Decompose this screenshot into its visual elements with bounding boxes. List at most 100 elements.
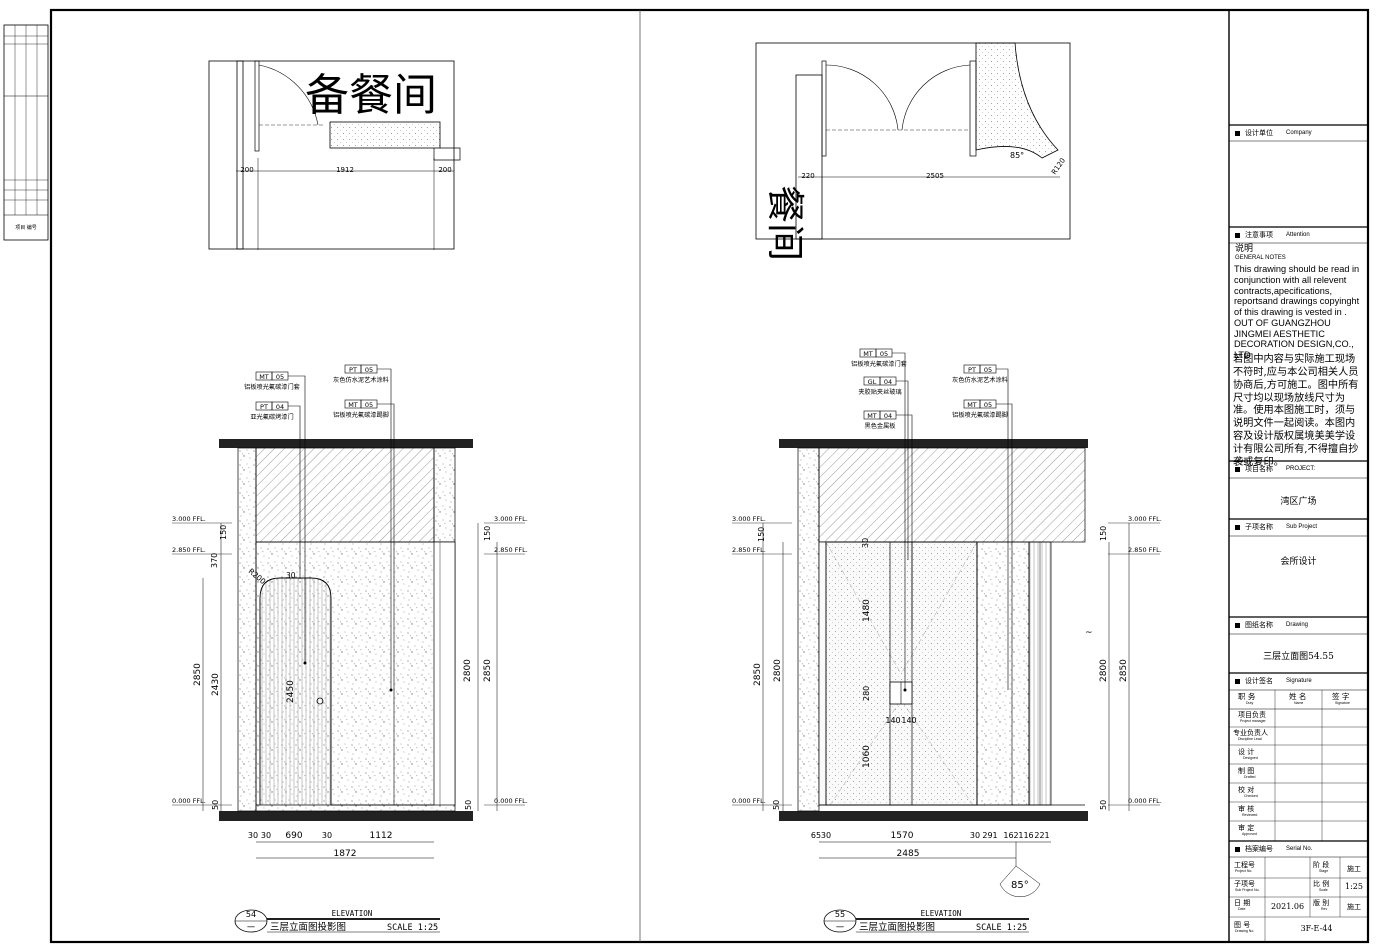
e55-level-floor: 0.000 FFL. bbox=[732, 797, 766, 805]
left-strip-label: 项目 编号 bbox=[15, 224, 37, 231]
role-3-en: Designed bbox=[1243, 756, 1258, 760]
e54-vdim-2850-r: 2850 bbox=[483, 659, 493, 682]
e54-tag-1: MT 05 铝板喷光氟碳漆门套 bbox=[244, 371, 300, 391]
info-row-1-label-en: Project No. bbox=[1235, 869, 1253, 873]
e55-total: 2485 bbox=[897, 849, 920, 859]
svg-text:MT: MT bbox=[867, 412, 877, 420]
left-revision-strip: 项目 编号 bbox=[3, 24, 49, 241]
e55-vdim-2850-r: 2850 bbox=[1119, 659, 1129, 682]
title-block-grid bbox=[1229, 124, 1368, 942]
sig-header-signature: 签 字 bbox=[1332, 692, 1350, 701]
e55-scale: SCALE 1:25 bbox=[976, 923, 1027, 933]
e54-vdim-150-r: 150 bbox=[483, 526, 492, 541]
general-notes-en: This drawing should be read in conjuncti… bbox=[1234, 264, 1360, 361]
info-row-3-key2-en: Rev bbox=[1321, 907, 1328, 911]
svg-text:MT: MT bbox=[259, 373, 269, 381]
serial-marker-icon bbox=[1235, 847, 1240, 852]
info-row-1-key2-en: Stage bbox=[1319, 869, 1329, 873]
info-row-3-value: 2021.06 bbox=[1270, 902, 1305, 911]
role-5-en: Checked bbox=[1244, 794, 1258, 798]
e55-vdim-50-r: 50 bbox=[1099, 800, 1108, 810]
svg-text:05: 05 bbox=[984, 401, 992, 409]
info-row-2-key2-en: Scale bbox=[1319, 888, 1328, 892]
info-row-2-key2: 比 例 bbox=[1313, 880, 1330, 888]
e54-tag-2: PT 04 亚光氟碳烤漆门 bbox=[250, 401, 294, 421]
e55-bdim-1: 65 bbox=[811, 831, 821, 840]
e55-tag-4-desc: 灰色仿水泥艺术涂料 bbox=[952, 376, 1008, 384]
e54-bdim-3: 690 bbox=[285, 831, 302, 841]
role-5: 校 对 bbox=[1238, 786, 1255, 794]
sig-header-duty-en: Duty bbox=[1246, 701, 1254, 705]
e54-level-top-r: 3.000 FFL. bbox=[494, 515, 528, 523]
e54-vdim-2450: 2450 bbox=[286, 680, 296, 703]
role-6: 审 核 bbox=[1238, 805, 1255, 813]
project-label-cn: 项目名称 bbox=[1245, 465, 1273, 473]
attention-label-en: Attention bbox=[1286, 232, 1310, 238]
e55-angle: 85° bbox=[1011, 880, 1029, 891]
company-marker-icon bbox=[1235, 131, 1240, 136]
e55-bdim-5: 291 bbox=[982, 831, 997, 840]
e55-bdim-8: 221 bbox=[1034, 831, 1049, 840]
info-row-3-label-en: Date bbox=[1238, 907, 1246, 911]
e54-bdim-5: 1112 bbox=[370, 831, 393, 841]
subproject-label-cn: 子项名称 bbox=[1245, 523, 1273, 531]
e54-level-top: 3.000 FFL. bbox=[172, 515, 206, 523]
svg-text:04: 04 bbox=[276, 403, 284, 411]
svg-text:05: 05 bbox=[276, 373, 284, 381]
svg-text:05: 05 bbox=[365, 366, 373, 374]
role-4-en: Drafted bbox=[1244, 775, 1256, 779]
plan-dim-3: 200 bbox=[438, 166, 451, 174]
svg-text:04: 04 bbox=[884, 412, 892, 420]
e54-bdim-2: 30 bbox=[261, 831, 271, 840]
info-row-3-label: 日 期 bbox=[1234, 899, 1251, 907]
company-label-en: Company bbox=[1286, 130, 1312, 136]
e54-bdim-4: 30 bbox=[322, 831, 332, 840]
e54-vdim-2850: 2850 bbox=[193, 663, 203, 686]
svg-text:MT: MT bbox=[863, 350, 873, 358]
info-row-4-label-en: Drawing No. bbox=[1235, 929, 1255, 933]
signature-marker-icon bbox=[1235, 679, 1240, 684]
e55-title: 55 一 ELEVATION 三层立面图投影图 SCALE 1:25 bbox=[823, 909, 1029, 933]
e55-vdim-50: 50 bbox=[772, 800, 781, 810]
plan-cut-label: 餐间 bbox=[763, 185, 807, 261]
e55-handle-dim-2: 140 bbox=[901, 716, 916, 725]
e54-level-floor: 0.000 FFL. bbox=[172, 797, 206, 805]
serial-label-en: Serial No. bbox=[1286, 846, 1313, 852]
role-6-en: Reviewed bbox=[1242, 813, 1258, 817]
e55-tag-3: MT 04 黑色金属板 bbox=[863, 410, 897, 430]
info-row-3-key2: 版 别 bbox=[1313, 899, 1330, 907]
role-3: 设 计 bbox=[1238, 748, 1255, 756]
signature-label-en: Signature bbox=[1286, 678, 1312, 684]
e55-vdim-150: 150 bbox=[757, 527, 766, 542]
info-row-1-label: 工程号 bbox=[1234, 861, 1255, 869]
info-row-3-value2: 施工 bbox=[1347, 903, 1361, 911]
e55-level-top-r: 3.000 FFL. bbox=[1128, 515, 1162, 523]
e55-tag-1: MT 05 铝板喷光氟碳漆门套 bbox=[851, 348, 907, 368]
e54-tag-4-desc: 铝板喷光氟碳漆踢脚 bbox=[333, 411, 389, 419]
info-row-2-value2: 1:25 bbox=[1345, 882, 1363, 891]
general-notes-cn: 若图中内容与实际施工现场不符时,应与本公司相关人员协商后,方可施工。图中所有尺寸… bbox=[1233, 354, 1359, 468]
sig-header-name-en: Name bbox=[1294, 701, 1304, 705]
e55-level-mid: 2.850 FFL. bbox=[732, 546, 766, 554]
e54-small30: 30 bbox=[286, 571, 296, 580]
e55-tag-1-desc: 铝板喷光氟碳漆门套 bbox=[851, 360, 907, 368]
floor-plan-left: 备餐间 200 1912 200 bbox=[208, 60, 461, 250]
e54-tag-4: MT 05 铝板喷光氟碳漆踢脚 bbox=[333, 399, 389, 419]
plan-dim-r1: 220 bbox=[801, 172, 814, 180]
e54-title-en: ELEVATION bbox=[332, 909, 373, 918]
svg-text:05: 05 bbox=[365, 401, 373, 409]
role-2: 专业负责人 bbox=[1233, 729, 1268, 737]
info-row-1-key2: 阶 段 bbox=[1313, 861, 1330, 869]
e55-bdim-4: 30 bbox=[970, 831, 980, 840]
e55-tag-4: PT 05 灰色仿水泥艺术涂料 bbox=[952, 364, 1008, 384]
info-row-4-label: 图 号 bbox=[1234, 921, 1251, 929]
e54-title-cn: 三层立面图投影图 bbox=[270, 921, 346, 933]
svg-text:GL: GL bbox=[868, 378, 877, 386]
svg-text:05: 05 bbox=[984, 366, 992, 374]
e55-level-floor-r: 0.000 FFL. bbox=[1128, 797, 1162, 805]
e55-sub: 一 bbox=[836, 923, 844, 932]
plan-dim-r2: 2505 bbox=[926, 172, 944, 180]
elevation-54: 3.000 FFL. 2.850 FFL. 0.000 FFL. 3.000 F… bbox=[172, 364, 528, 933]
role-2-en: Discipline Lead bbox=[1238, 737, 1262, 741]
e54-total: 1872 bbox=[334, 849, 357, 859]
